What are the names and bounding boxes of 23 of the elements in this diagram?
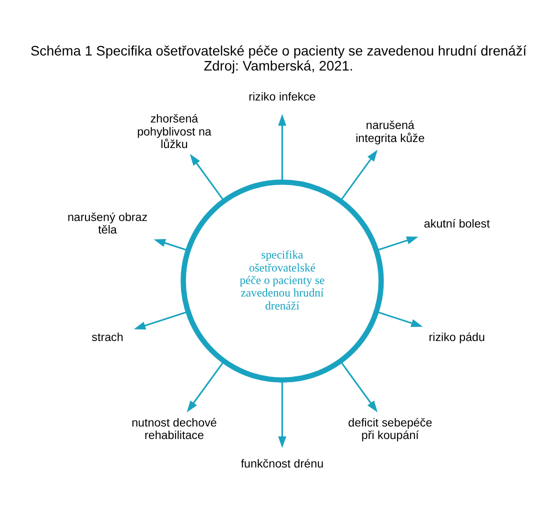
node-text: riziko infekce [248,90,316,103]
diagram-title: Schéma 1 Specifika ošetřovatelské péče o pacienty se zavedenou hrudní drenáží [30,42,527,58]
arrow [340,149,378,201]
arrow [376,236,418,251]
arrow [190,153,224,201]
node-text: nutnost dechové rehabilitace [132,416,217,442]
node-text: zhoršená pohyblivost na lůžku [137,112,212,151]
arrow [376,310,423,327]
node-text: akutní bolest [424,216,490,230]
node-text: narušený obraz těla [67,210,148,236]
caption: Zdroj: Vamberská, 2021. [204,58,354,73]
node-text: narušená integrita kůže [356,118,425,144]
node-text: riziko pádu [428,330,485,344]
arrow [154,238,188,251]
arrow [278,114,286,182]
arrow [186,360,224,412]
node-text: strach [92,330,124,344]
node-text: deficit sebepéče při koupání [348,416,432,442]
arrow [278,380,286,448]
arrow [340,360,378,412]
arrow [134,310,188,330]
node-text: funkčnost drénu [240,457,324,470]
node-circle: specifika ošetřovatelské péče o pacienty se zavedenou hrudní drenáží [180,178,384,382]
